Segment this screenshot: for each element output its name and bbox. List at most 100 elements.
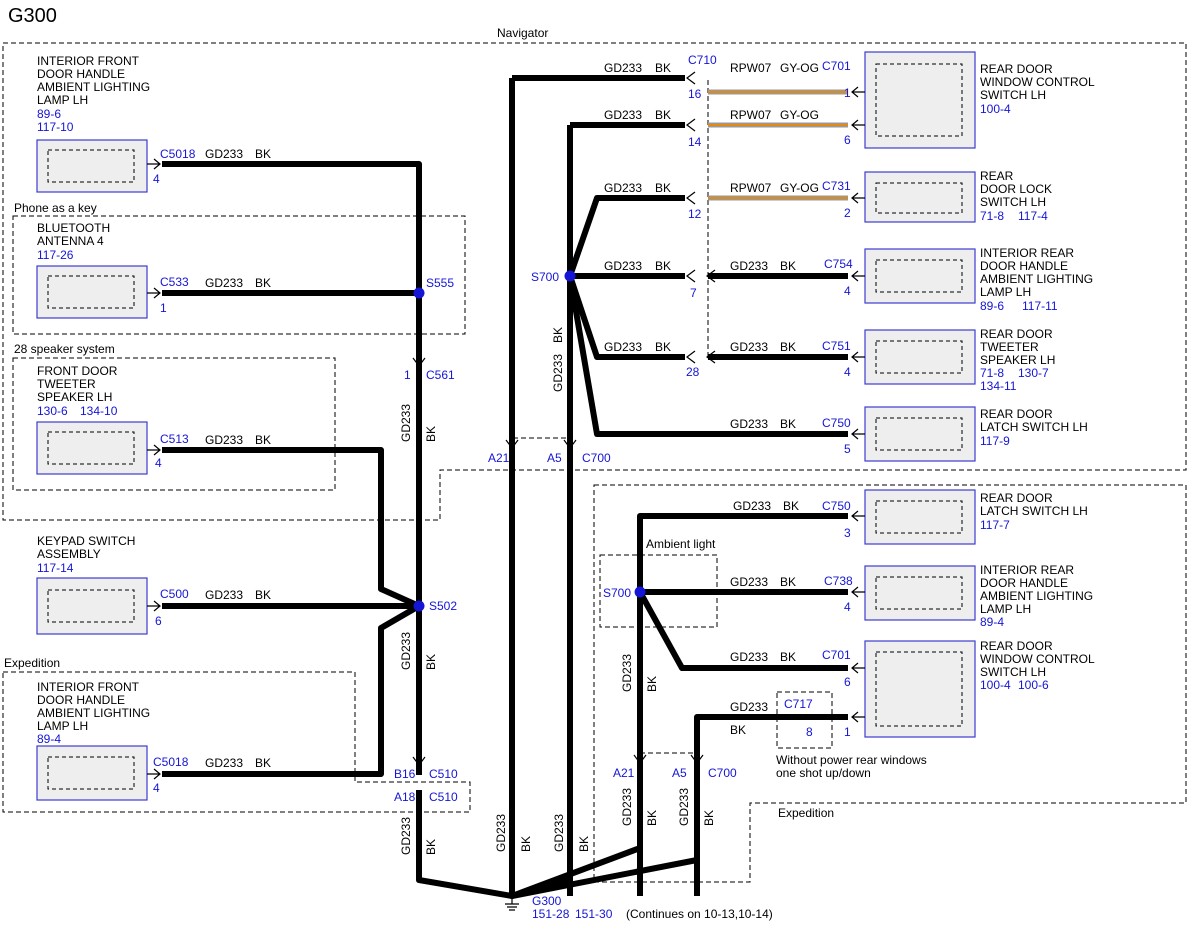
svg-text:GD233: GD233 <box>604 61 642 75</box>
component-label: SWITCH LH <box>980 665 1046 679</box>
svg-text:GD233: GD233 <box>733 499 771 513</box>
pin-number: 4 <box>155 456 162 470</box>
svg-text:RPW07: RPW07 <box>730 108 772 122</box>
component-label: INTERIOR FRONT <box>37 54 140 68</box>
pin-number: 4 <box>844 365 851 379</box>
svg-text:BK: BK <box>577 836 591 852</box>
component-label: REAR <box>980 169 1014 183</box>
ground-symbol-icon <box>505 896 519 911</box>
svg-text:GD233: GD233 <box>604 108 642 122</box>
pin-a21: A21 <box>488 451 510 465</box>
navigator-label: Navigator <box>497 26 548 40</box>
bluetooth-antenna-4: BLUETOOTH ANTENNA 4 117-26 <box>36 221 148 319</box>
connector-c754: C754 <box>824 257 853 271</box>
rear-door-window-control-switch-lh-expedition: REAR DOOR WINDOW CONTROL SWITCH LH 100-4… <box>822 639 1095 739</box>
pin-12: 12 <box>688 207 702 221</box>
page-ref: 117-14 <box>37 561 74 575</box>
svg-text:GD233: GD233 <box>551 354 565 392</box>
component-label: LAMP LH <box>37 719 88 733</box>
expedition-right-label: Expedition <box>778 806 834 820</box>
connector-c5018: C5018 <box>160 147 196 161</box>
front-door-tweeter-speaker-lh: FRONT DOOR TWEETER SPEAKER LH 130-6 134-… <box>36 364 148 475</box>
rear-door-latch-switch-lh-expedition: REAR DOOR LATCH SWITCH LH 117-7 C750 3 <box>822 489 1088 545</box>
svg-text:GD233: GD233 <box>604 259 642 273</box>
splice-s700-navigator <box>564 270 576 282</box>
svg-text:BK: BK <box>780 259 796 273</box>
component-label: BLUETOOTH <box>37 221 110 235</box>
expedition-left-label: Expedition <box>4 656 60 670</box>
pin-a5: A5 <box>547 451 562 465</box>
svg-text:GD233: GD233 <box>730 340 768 354</box>
interior-rear-door-handle-lamp-lh-expedition: INTERIOR REAR DOOR HANDLE AMBIENT LIGHTI… <box>824 563 1093 629</box>
component-label: INTERIOR FRONT <box>37 680 140 694</box>
component-label: SWITCH LH <box>980 195 1046 209</box>
svg-text:BK: BK <box>730 723 746 737</box>
wire-c510-to-g300 <box>416 790 513 899</box>
component-label: LATCH SWITCH LH <box>980 420 1088 434</box>
svg-text:GD233: GD233 <box>205 756 243 770</box>
pin-number: 3 <box>844 526 851 540</box>
component-label: AMBIENT LIGHTING <box>980 272 1093 286</box>
connector-c513: C513 <box>160 432 189 446</box>
svg-text:BK: BK <box>424 426 438 442</box>
page-ref: 89-6 <box>37 107 61 121</box>
pin-7: 7 <box>690 286 697 300</box>
svg-text:GD233: GD233 <box>552 814 566 852</box>
pin-14: 14 <box>688 135 702 149</box>
page-ref: 117-10 <box>37 120 74 134</box>
component-label: REAR DOOR <box>980 327 1053 341</box>
svg-text:GD233: GD233 <box>399 404 413 442</box>
component-label: REAR DOOR <box>980 407 1053 421</box>
splice-s700-label: S700 <box>531 270 559 284</box>
pin-number: 4 <box>153 781 160 795</box>
center-pin-stubs <box>505 71 716 449</box>
expedition-pin-stubs <box>633 754 704 764</box>
svg-text:GD233: GD233 <box>604 181 642 195</box>
pin-a18: A18 <box>394 790 416 804</box>
connector-c710: C710 <box>688 53 717 67</box>
svg-text:GD233: GD233 <box>399 817 413 855</box>
connector-c751: C751 <box>822 339 851 353</box>
rear-door-window-control-switch-lh-navigator: REAR DOOR WINDOW CONTROL SWITCH LH 100-4… <box>822 51 1095 149</box>
pin-number: 1 <box>844 725 851 739</box>
svg-text:GD233: GD233 <box>205 276 243 290</box>
page-ref: 117-9 <box>980 434 1010 448</box>
pin-number: 6 <box>155 614 162 628</box>
svg-text:GY-OG: GY-OG <box>780 108 819 122</box>
page-ref: 134-10 <box>80 404 118 418</box>
interior-front-door-handle-lamp-lh-2: INTERIOR FRONT DOOR HANDLE AMBIENT LIGHT… <box>36 680 150 801</box>
interior-front-door-handle-lamp-lh-1: INTERIOR FRONT DOOR HANDLE AMBIENT LIGHT… <box>36 54 150 193</box>
svg-text:GY-OG: GY-OG <box>780 181 819 195</box>
page-ref: 100-4 <box>980 678 1011 692</box>
wire-a21b-to-g300 <box>510 845 642 899</box>
svg-text:BK: BK <box>424 839 438 855</box>
splice-s700-ambient <box>634 586 646 598</box>
svg-text:GD233: GD233 <box>604 340 642 354</box>
svg-text:BK: BK <box>255 433 271 447</box>
component-label: AMBIENT LIGHTING <box>37 80 150 94</box>
component-label: LAMP LH <box>980 285 1031 299</box>
svg-text:GD233: GD233 <box>620 788 634 826</box>
component-label: ANTENNA 4 <box>37 234 104 248</box>
page-ref: 117-7 <box>980 518 1010 532</box>
component-label: REAR DOOR <box>980 491 1053 505</box>
ground-continues-note: (Continues on 10-13,10-14) <box>626 907 773 921</box>
page-ref: 117-11 <box>1022 299 1058 313</box>
svg-text:GD233: GD233 <box>730 575 768 589</box>
svg-text:GD233: GD233 <box>730 417 768 431</box>
svg-text:BK: BK <box>645 810 659 826</box>
phone-as-key-region <box>12 215 466 335</box>
connector-c561: C561 <box>426 368 455 382</box>
pin-b16: B16 <box>394 767 416 781</box>
component-label: AMBIENT LIGHTING <box>37 706 150 720</box>
note-line2: one shot up/down <box>776 766 871 780</box>
svg-text:GY-OG: GY-OG <box>780 61 819 75</box>
component-label: DOOR LOCK <box>980 182 1052 196</box>
page-ref: 89-6 <box>980 299 1004 313</box>
svg-text:GD233: GD233 <box>730 650 768 664</box>
connector-c738: C738 <box>824 574 853 588</box>
component-label: DOOR HANDLE <box>37 67 125 81</box>
